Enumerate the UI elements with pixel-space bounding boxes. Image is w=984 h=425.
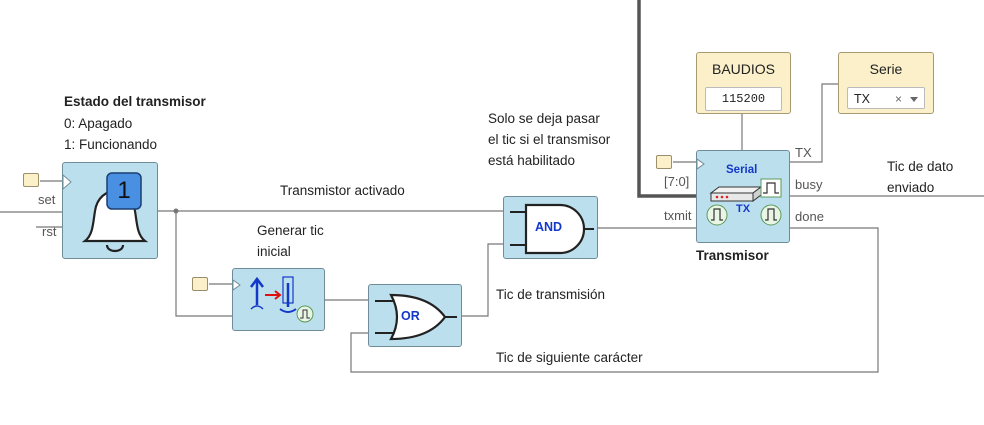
- and-gate-icon: [510, 203, 594, 255]
- state-note-line-0: 0: Apagado: [64, 116, 133, 131]
- baud-constant-block[interactable]: BAUDIOS 115200: [696, 52, 791, 114]
- state-const-input[interactable]: [23, 173, 39, 187]
- port-data-label: [7:0]: [664, 174, 690, 189]
- and-gate-label: AND: [535, 220, 563, 234]
- label-only-pass-1: Solo se deja pasar: [488, 111, 600, 126]
- transmitter-icon-label-top: Serial: [726, 164, 758, 176]
- label-transmitter-active: Transmistor activado: [280, 183, 405, 198]
- clear-icon[interactable]: ×: [894, 92, 902, 106]
- and-gate-block[interactable]: AND: [503, 196, 598, 259]
- serial-output-block[interactable]: Serie TX ×: [838, 52, 934, 114]
- chevron-down-icon[interactable]: [910, 97, 918, 102]
- state-flipflop-block[interactable]: 1: [62, 162, 158, 259]
- label-data-sent-1: Tic de dato: [887, 159, 954, 174]
- serial-pin-value: TX: [854, 92, 870, 106]
- port-busy-label: busy: [795, 177, 823, 192]
- port-set-label: set: [38, 192, 56, 207]
- state-note-title: Estado del transmisor: [64, 94, 206, 109]
- label-generate-tick-2: inicial: [257, 244, 291, 259]
- label-only-pass-2: el tic si el transmisor: [488, 132, 611, 147]
- label-data-sent-2: enviado: [887, 180, 935, 195]
- wire-tx-serie: [790, 83, 838, 163]
- serial-tx-icon: [697, 158, 782, 226]
- wire-or-and: [462, 243, 503, 317]
- or-gate-block[interactable]: OR: [368, 284, 462, 347]
- or-gate-label: OR: [401, 309, 420, 323]
- port-done-label: done: [795, 209, 824, 224]
- port-txmit-label: txmit: [664, 208, 692, 223]
- wire-data-bus: [637, 0, 696, 198]
- transmitter-const-input[interactable]: [656, 155, 672, 169]
- serial-output-title: Serie: [869, 61, 903, 77]
- or-gate-icon: [375, 293, 457, 341]
- transmitter-icon-label-bottom: TX: [736, 203, 751, 215]
- label-transmission-tick: Tic de transmisión: [496, 287, 606, 302]
- serial-pin-select[interactable]: TX ×: [847, 87, 925, 109]
- state-note-line-1: 1: Funcionando: [64, 137, 158, 152]
- label-generate-tick-1: Generar tic: [257, 223, 324, 238]
- bell-icon: [63, 172, 149, 253]
- port-rst-label: rst: [42, 224, 57, 239]
- state-value: 1: [117, 177, 131, 204]
- label-next-char-tick: Tic de siguiente carácter: [496, 350, 643, 365]
- baud-constant-value[interactable]: 115200: [705, 87, 782, 111]
- rising-edge-icon: [233, 276, 314, 323]
- baud-constant-title: BAUDIOS: [711, 61, 775, 77]
- transmitter-title: Transmisor: [696, 248, 769, 263]
- wire-done-loop: [350, 227, 879, 373]
- wire-branch-generator: [175, 211, 232, 317]
- transmitter-block[interactable]: Serial TX: [696, 150, 790, 243]
- port-tx-label: TX: [795, 145, 812, 160]
- label-only-pass-3: está habilitado: [488, 153, 576, 168]
- junction-dot: [173, 208, 179, 214]
- generator-const-input[interactable]: [192, 277, 208, 291]
- initial-tick-generator-block[interactable]: [232, 268, 325, 331]
